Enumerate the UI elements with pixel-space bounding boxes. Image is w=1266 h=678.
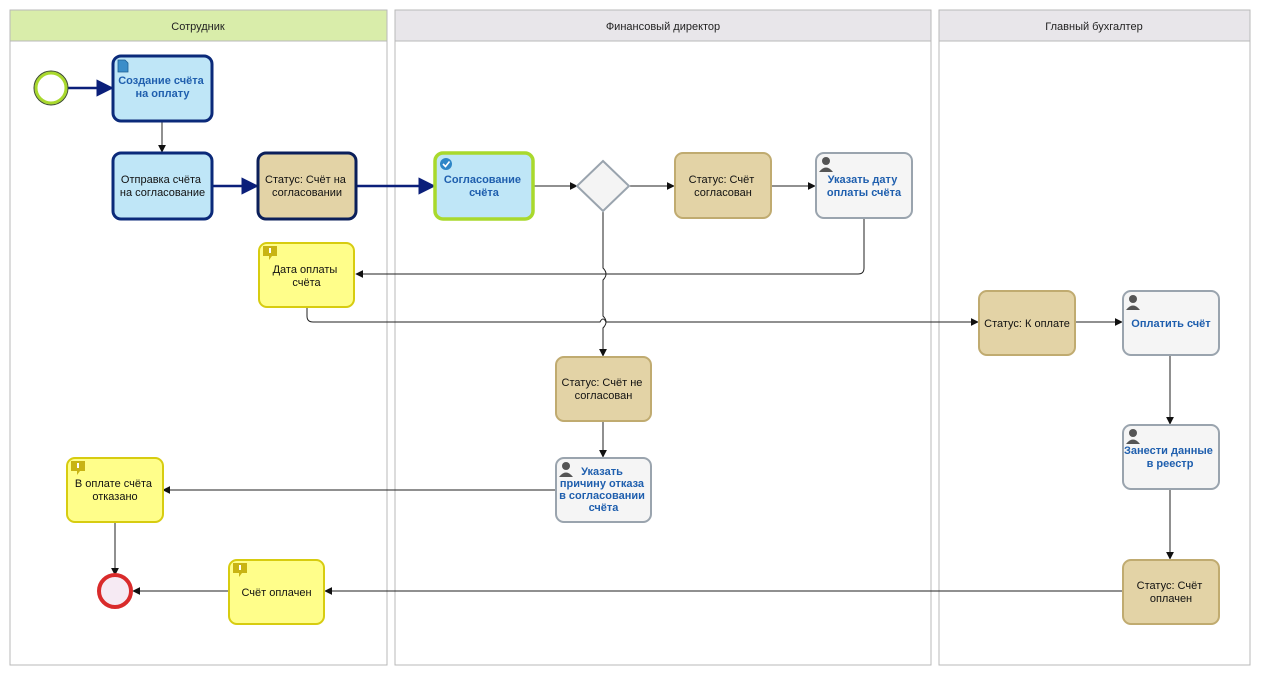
status-to-pay-line-1: Статус: К оплате: [984, 318, 1070, 330]
status-paid-line-1: Статус: Счёт: [1137, 580, 1203, 592]
task-register-line-2: в реестр: [1147, 458, 1194, 470]
task-register-entry[interactable]: Занести данные в реестр: [1122, 424, 1220, 490]
svg-text:Согласование счёта: Согласование счёта: [444, 174, 524, 199]
status-pending[interactable]: Статус: Счёт на согласовании: [256, 151, 358, 221]
task-set-pay-date-line-2: оплаты счёта: [827, 187, 902, 199]
svg-text:Отправка счёта на соглас: Отправка счёта на согласование: [120, 174, 205, 199]
user-icon: [559, 462, 573, 477]
message-refused-line-2: отказано: [92, 491, 137, 503]
flow-setdate-to-paydatemsg: [355, 219, 865, 278]
lane-cfo: Финансовый директор: [394, 9, 932, 666]
task-send-invoice[interactable]: Отправка счёта на согласование: [111, 151, 214, 221]
task-approve-line-1: Согласование: [444, 174, 521, 186]
task-reason-line-3: в согласовании: [559, 490, 645, 502]
task-approve-line-2: счёта: [469, 187, 500, 199]
message-refused-line-1: В оплате счёта: [75, 478, 153, 490]
svg-text:В оплате счёта отказано: В оплате счёта отказано: [75, 478, 155, 503]
status-rejected-line-1: Статус: Счёт не: [562, 377, 643, 389]
task-reason-line-1: Указать: [581, 466, 623, 478]
svg-text:Оплатить счёт: Оплатить счёт: [1131, 318, 1211, 330]
connectors-secondary: [111, 121, 1174, 595]
user-icon: [1126, 429, 1140, 444]
lane-title-cfo: Финансовый директор: [606, 21, 720, 33]
svg-text:Указать причину отказа: Указать причину отказа в согласовании сч…: [559, 466, 648, 514]
status-pending-line-2: согласовании: [272, 187, 342, 199]
status-paid-line-2: оплачен: [1150, 593, 1192, 605]
task-pay-invoice[interactable]: Оплатить счёт: [1122, 290, 1220, 356]
message-paid-line-1: Счёт оплачен: [241, 587, 311, 599]
message-pay-date[interactable]: Дата оплаты счёта: [258, 242, 355, 308]
task-create-invoice[interactable]: Создание счёта на оплату: [111, 54, 214, 123]
svg-text:Указать дату оплаты счёт: Указать дату оплаты счёта: [827, 174, 902, 199]
status-approved-line-1: Статус: Счёт: [689, 174, 755, 186]
svg-text:Статус: Счёт согласован: Статус: Счёт согласован: [689, 174, 758, 199]
exclamation-bubble-icon: [263, 246, 277, 260]
svg-text:Статус: Счёт оплачен: Статус: Счёт оплачен: [1137, 580, 1206, 605]
svg-text:Дата оплаты счёта: Дата оплаты счёта: [273, 264, 341, 289]
task-reason-line-2: причину отказа: [560, 478, 645, 490]
svg-text:Статус: Счёт на согласов: Статус: Счёт на согласовании: [265, 174, 349, 199]
user-icon: [1126, 295, 1140, 310]
lane-title-employee: Сотрудник: [171, 21, 225, 33]
flow-gateway-to-rejected: [599, 211, 607, 357]
svg-text:Статус: К оплате: Статус: К оплате: [984, 318, 1070, 330]
message-payment-refused[interactable]: В оплате счёта отказано: [66, 457, 164, 523]
svg-text:Создание счёта на оплату: Создание счёта на оплату: [118, 75, 207, 100]
status-pending-line-1: Статус: Счёт на: [265, 174, 347, 186]
status-paid[interactable]: Статус: Счёт оплачен: [1122, 559, 1220, 625]
exclusive-gateway[interactable]: [575, 159, 631, 213]
svg-text:Занести данные в реестр: Занести данные в реестр: [1124, 445, 1216, 470]
exclamation-bubble-icon: [233, 563, 247, 577]
exclamation-bubble-icon: [71, 461, 85, 475]
check-circle-icon: [440, 158, 452, 170]
task-send-invoice-line-1: Отправка счёта: [121, 174, 202, 186]
end-event[interactable]: [97, 573, 133, 609]
status-to-pay[interactable]: Статус: К оплате: [978, 290, 1076, 356]
task-set-pay-date[interactable]: Указать дату оплаты счёта: [815, 152, 913, 219]
task-send-invoice-line-2: на согласование: [120, 187, 205, 199]
status-approved[interactable]: Статус: Счёт согласован: [674, 152, 772, 219]
user-icon: [819, 157, 833, 172]
lane-title-accountant: Главный бухгалтер: [1045, 21, 1142, 33]
message-invoice-paid[interactable]: Счёт оплачен: [228, 559, 325, 625]
message-pay-date-line-2: счёта: [292, 277, 321, 289]
task-register-line-1: Занести данные: [1124, 445, 1213, 457]
task-create-invoice-line-2: на оплату: [135, 88, 190, 100]
task-reason-line-4: счёта: [589, 502, 620, 514]
status-rejected-line-2: согласован: [575, 390, 633, 402]
task-pay-invoice-line-1: Оплатить счёт: [1131, 318, 1211, 330]
status-rejected[interactable]: Статус: Счёт не согласован: [555, 356, 652, 422]
task-set-pay-date-line-1: Указать дату: [828, 174, 899, 186]
svg-text:Статус: Счёт не согласов: Статус: Счёт не согласован: [562, 377, 646, 402]
task-approve-invoice[interactable]: Согласование счёта: [433, 151, 535, 221]
flow-paydatemsg-to-topay: [306, 307, 979, 326]
connectors-main: [68, 79, 436, 195]
lane-accountant: Главный бухгалтер: [938, 9, 1251, 666]
document-icon: [117, 59, 129, 73]
status-approved-line-2: согласован: [694, 187, 752, 199]
task-rejection-reason[interactable]: Указать причину отказа в согласовании сч…: [555, 457, 652, 523]
message-pay-date-line-1: Дата оплаты: [273, 264, 338, 276]
svg-text:Счёт оплачен: Счёт оплачен: [241, 587, 311, 599]
task-create-invoice-line-1: Создание счёта: [118, 75, 204, 87]
start-event[interactable]: [34, 71, 68, 105]
